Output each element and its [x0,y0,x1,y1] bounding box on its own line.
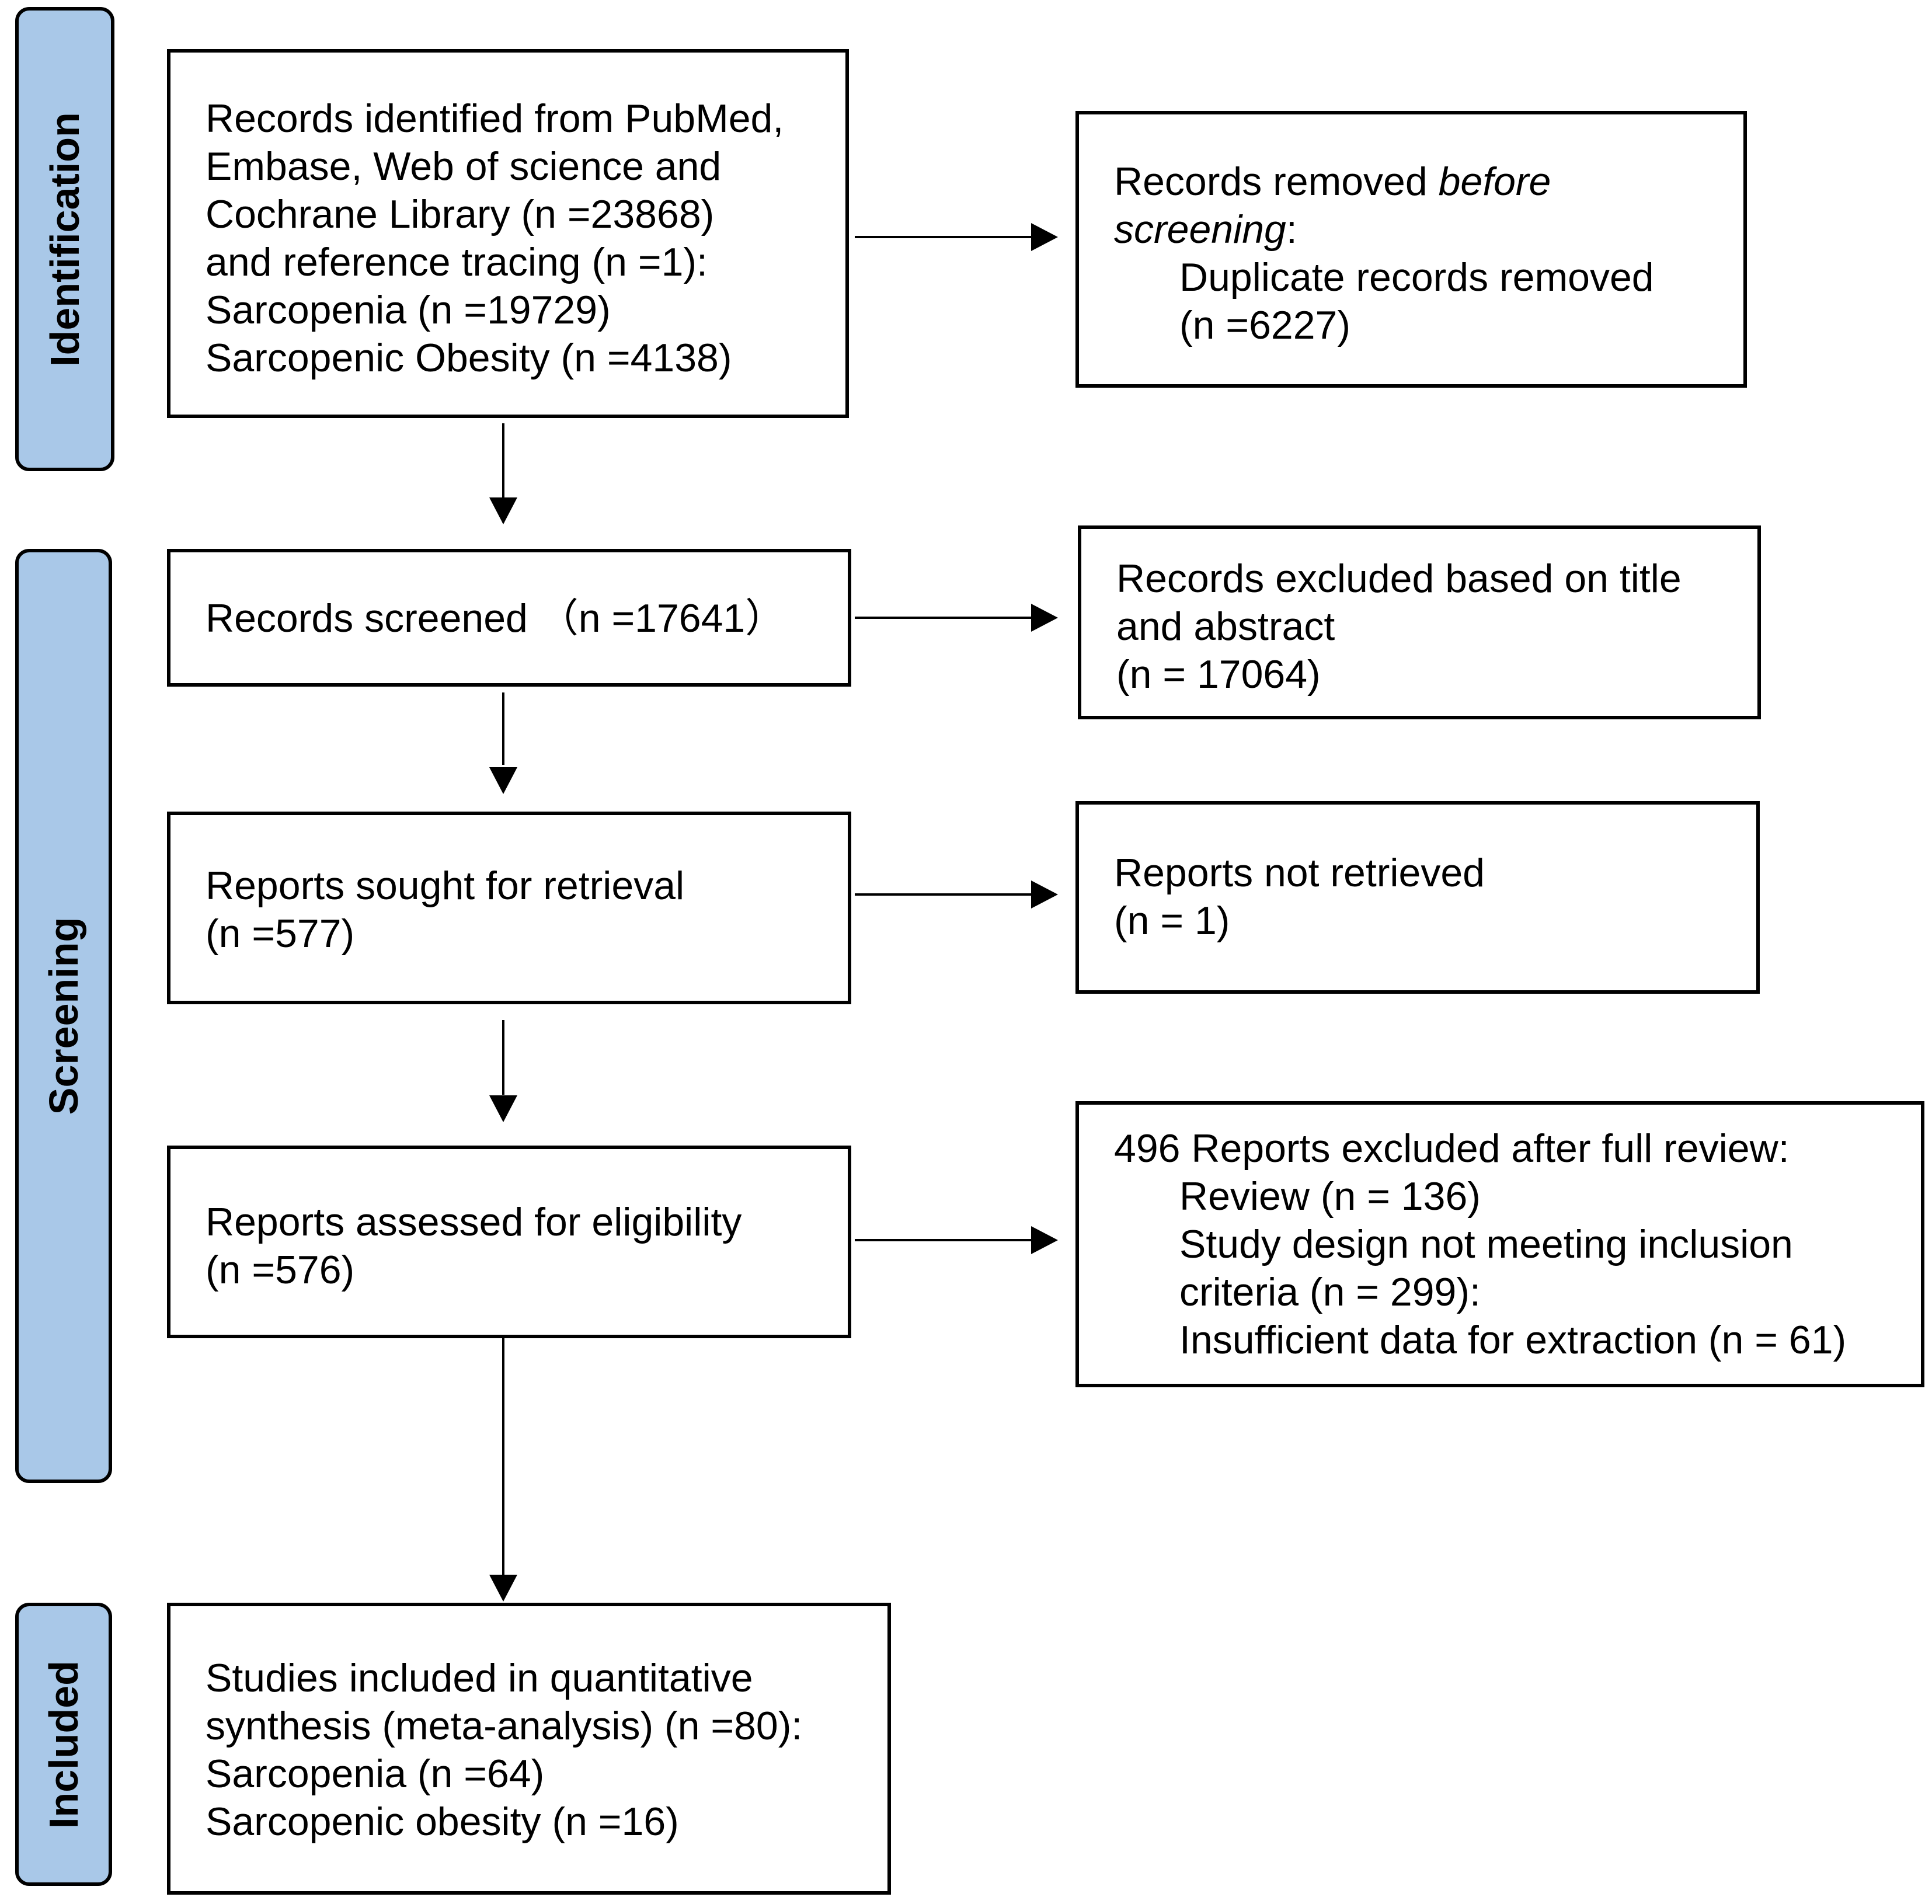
assessed-line: Reports assessed for eligibility [206,1200,742,1244]
identified-line: Embase, Web of science and [206,144,722,189]
removed-prefix: Records removed [1114,159,1439,204]
excluded-full-item: Review (n = 136) [1179,1174,1481,1219]
removed-italic-before: before [1438,159,1551,204]
arrowhead-identified-to-screened [489,497,517,524]
sought-line: (n =577) [206,911,355,956]
excluded-title-line: Records excluded based on title [1116,556,1682,601]
removed-line-1: Records removed before [1114,158,1726,206]
phase-screening: Screening [15,549,112,1483]
included-line: synthesis (meta-analysis) (n =80): [206,1704,803,1748]
excluded-full-item: criteria (n = 299): [1179,1270,1481,1314]
box-records-screened: Records screened （n =17641） [167,549,851,687]
excluded-title-line: (n = 17064) [1116,652,1321,697]
identified-line: and reference tracing (n =1): [206,240,708,284]
included-line: Sarcopenic obesity (n =16) [206,1799,679,1844]
excluded-title-line: and abstract [1116,604,1335,649]
arrowhead-screened-to-sought [489,767,517,794]
box-reports-not-retrieved: Reports not retrieved (n = 1) [1075,801,1760,994]
box-records-removed: Records removed before screening: Duplic… [1075,111,1747,388]
identified-line: Sarcopenic Obesity (n =4138) [206,336,732,380]
arrowhead-identified-to-removed [1031,223,1058,251]
box-studies-included: Studies included in quantitative synthes… [167,1603,891,1895]
removed-line-3: Duplicate records removed [1179,255,1654,300]
phase-identification: Identification [15,7,114,471]
not-retrieved-line: (n = 1) [1114,899,1230,943]
assessed-line: (n =576) [206,1248,355,1292]
not-retrieved-line: Reports not retrieved [1114,851,1485,895]
removed-line-4: (n =6227) [1179,303,1350,347]
included-line: Sarcopenia (n =64) [206,1752,545,1796]
box-reports-assessed: Reports assessed for eligibility (n =576… [167,1146,851,1338]
box-reports-sought: Reports sought for retrieval (n =577) [167,812,851,1004]
arrowhead-assessed-to-included [489,1575,517,1602]
excluded-full-item: Study design not meeting inclusion [1179,1222,1793,1266]
arrowhead-sought-to-not-retrieved [1031,880,1058,909]
box-reports-excluded-full-review: 496 Reports excluded after full review: … [1075,1101,1924,1387]
excluded-full-item: Insufficient data for extraction (n = 61… [1179,1318,1847,1362]
arrowhead-screened-to-excluded [1031,604,1058,632]
arrowhead-sought-to-assessed [489,1095,517,1122]
removed-line-2: screening: [1114,206,1726,253]
arrowhead-assessed-to-excluded-full [1031,1226,1058,1254]
box-records-excluded-title-abstract: Records excluded based on title and abst… [1078,525,1761,719]
identified-line: Records identified from PubMed, [206,96,784,141]
removed-colon: : [1286,207,1297,252]
phase-included: Included [15,1603,112,1886]
sought-line: Reports sought for retrieval [206,864,685,908]
identified-line: Sarcopenia (n =19729) [206,288,611,332]
excluded-full-heading: 496 Reports excluded after full review: [1114,1126,1790,1171]
screened-line: Records screened （n =17641） [206,596,785,641]
identified-line: Cochrane Library (n =23868) [206,192,715,236]
removed-italic-screening: screening [1114,207,1286,252]
box-records-identified: Records identified from PubMed, Embase, … [167,49,849,418]
included-line: Studies included in quantitative [206,1656,753,1700]
